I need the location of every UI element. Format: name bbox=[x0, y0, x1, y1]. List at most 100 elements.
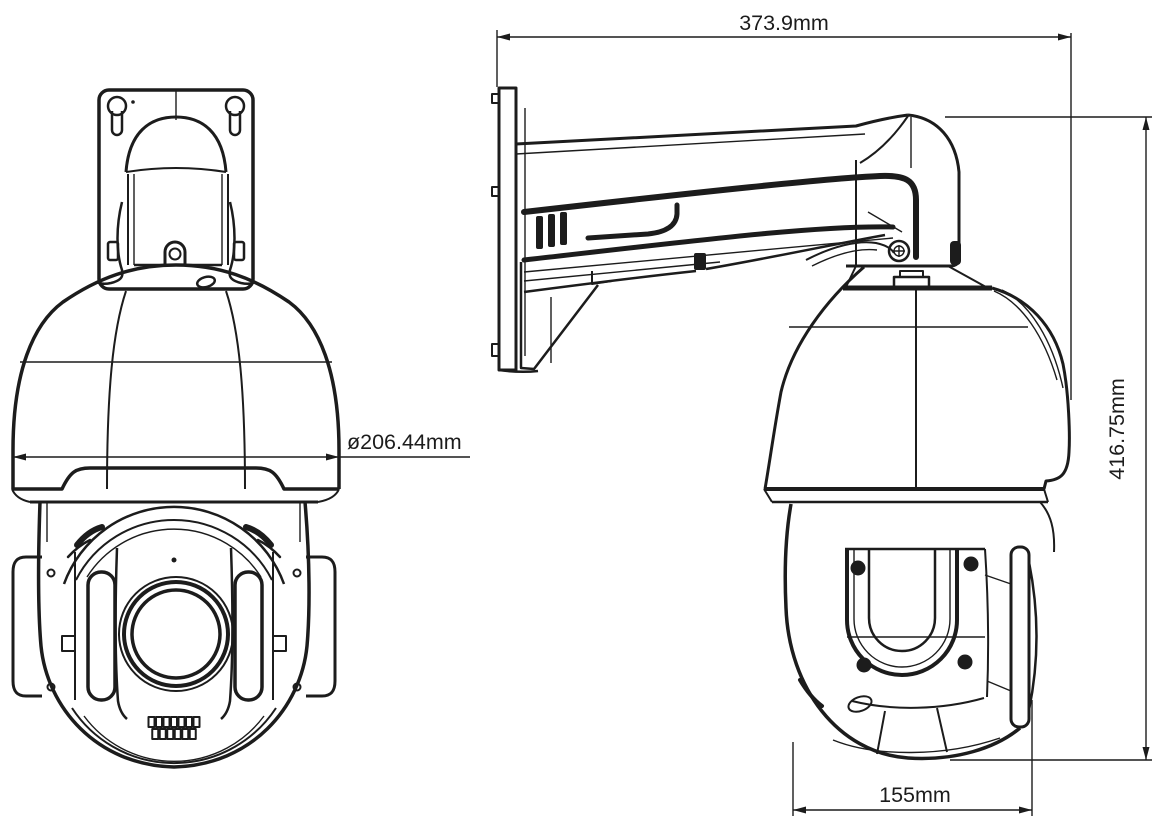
keyhole-left-slot bbox=[110, 111, 124, 137]
ball-shade-mark bbox=[798, 678, 824, 708]
yoke-screw bbox=[957, 654, 973, 670]
grille-slot bbox=[185, 716, 193, 728]
grille-slot bbox=[155, 716, 163, 728]
grille-slot bbox=[158, 728, 167, 740]
dim-dome-diameter: ø206.44mm bbox=[13, 430, 470, 461]
panel-diagonal-bottom bbox=[986, 680, 1012, 692]
wing-screw bbox=[292, 568, 302, 578]
side-mount-arm bbox=[515, 113, 919, 371]
plate-screw-boss bbox=[491, 343, 500, 357]
front-camera-ball bbox=[11, 501, 337, 769]
ball-bottom-inner-arc bbox=[832, 737, 1001, 754]
dimension-label-top-width: 373.9mm bbox=[739, 11, 829, 35]
arm-underside-line bbox=[523, 237, 894, 273]
pan-ring-shade-right-2 bbox=[256, 538, 282, 559]
ball-shoulder-right bbox=[1039, 501, 1056, 553]
arrowhead bbox=[13, 453, 26, 461]
plate-dot bbox=[131, 100, 135, 104]
grille-slot bbox=[192, 716, 201, 728]
ir-window-right bbox=[233, 570, 264, 702]
wing-screw bbox=[46, 568, 56, 578]
head-outline bbox=[846, 113, 961, 268]
arm-cross-brace bbox=[867, 211, 903, 233]
yoke-screw bbox=[850, 560, 866, 576]
arm-shadow-rail bbox=[521, 172, 919, 260]
grille-slot bbox=[181, 728, 190, 740]
arm-top-edge-inner bbox=[515, 133, 866, 155]
arrowhead bbox=[326, 453, 339, 461]
tilt-screw bbox=[168, 247, 182, 261]
tilt-screw-housing bbox=[163, 240, 187, 265]
pan-ring-arc bbox=[62, 505, 286, 585]
dimension-label-diameter: ø206.44mm bbox=[347, 430, 462, 454]
yoke-u-mid bbox=[853, 549, 951, 668]
dome-rib-right bbox=[225, 290, 246, 490]
dome-rim-end-left bbox=[763, 488, 773, 503]
dimension-label-height: 416.75mm bbox=[1105, 378, 1129, 480]
ball-bottom-rim-inner bbox=[83, 715, 265, 763]
dome-right-edge bbox=[991, 286, 1071, 490]
grille-slot bbox=[162, 716, 171, 728]
lens-ring-mid bbox=[122, 580, 230, 688]
yoke-screw bbox=[963, 556, 979, 572]
arrowhead bbox=[793, 806, 806, 814]
dimension-label-bottom-width: 155mm bbox=[879, 783, 951, 807]
arm-bottom-edge bbox=[523, 269, 697, 294]
front-mount-bracket bbox=[96, 115, 256, 289]
ir-panel-side bbox=[1009, 545, 1031, 729]
grille-slot bbox=[188, 728, 197, 740]
shell-notch-right bbox=[272, 635, 287, 652]
yoke-u-outer bbox=[845, 549, 959, 677]
front-dome-housing bbox=[11, 263, 341, 490]
dim-width-bottom: 155mm bbox=[792, 700, 1033, 816]
grille-slot bbox=[177, 716, 186, 728]
arrowhead bbox=[1058, 33, 1071, 41]
plate-bottom-cap bbox=[498, 368, 539, 374]
trim-ring-end-left bbox=[11, 488, 31, 503]
side-view bbox=[491, 86, 1071, 761]
arm-gusset bbox=[519, 262, 599, 371]
side-arm-head bbox=[843, 113, 992, 291]
plate-screw-boss bbox=[491, 93, 500, 104]
arm-top-edge bbox=[515, 113, 909, 146]
face-plate-right-edge bbox=[984, 548, 990, 698]
dim-overall-height: 416.75mm bbox=[945, 116, 1152, 761]
arm-bottom-edge-right bbox=[705, 233, 886, 271]
arm-bottom-tab bbox=[694, 253, 706, 270]
bracket-strap-left bbox=[96, 201, 124, 286]
wing-left bbox=[11, 555, 42, 698]
pivot-screw bbox=[887, 239, 911, 263]
grille-slot bbox=[147, 716, 156, 728]
ball-lower-seam bbox=[936, 707, 948, 753]
grille-slot bbox=[151, 728, 160, 740]
front-lens bbox=[118, 557, 234, 692]
wing-screw bbox=[46, 682, 56, 692]
keyhole-left bbox=[106, 95, 128, 117]
lens-ring-inner bbox=[130, 588, 222, 680]
arm-peak-back-curve bbox=[859, 115, 909, 164]
dome-rim-end-right bbox=[1043, 488, 1049, 503]
dimension-annotations: 373.9mm ø206.44mm 416.75mm 155mm bbox=[13, 11, 1152, 816]
arm-vent-slot bbox=[548, 214, 555, 247]
dome-shoulder-curve bbox=[993, 290, 1058, 381]
front-vent-grille bbox=[147, 716, 201, 740]
yoke-u-inner bbox=[867, 549, 937, 653]
cable-loop bbox=[805, 241, 895, 261]
pan-ring-shade-left bbox=[74, 524, 105, 548]
cable-loop-inner bbox=[811, 248, 878, 267]
bracket-strap-right bbox=[228, 201, 256, 286]
ball-outline bbox=[36, 501, 311, 769]
dome-shoulder-curve-2 bbox=[1001, 289, 1064, 389]
pan-ring-arc bbox=[86, 528, 262, 578]
ball-lower-seam-2 bbox=[876, 710, 886, 755]
ball-oval-boss bbox=[847, 695, 873, 713]
keyhole-right bbox=[224, 95, 246, 117]
front-view bbox=[11, 88, 341, 769]
cable-gland bbox=[195, 275, 217, 289]
trim-ring-profile bbox=[12, 466, 339, 491]
arm-step-notch bbox=[591, 271, 613, 285]
arm-underside-line-2 bbox=[523, 261, 721, 282]
arrowhead bbox=[1019, 806, 1032, 814]
lens-ring-outer bbox=[118, 576, 234, 692]
